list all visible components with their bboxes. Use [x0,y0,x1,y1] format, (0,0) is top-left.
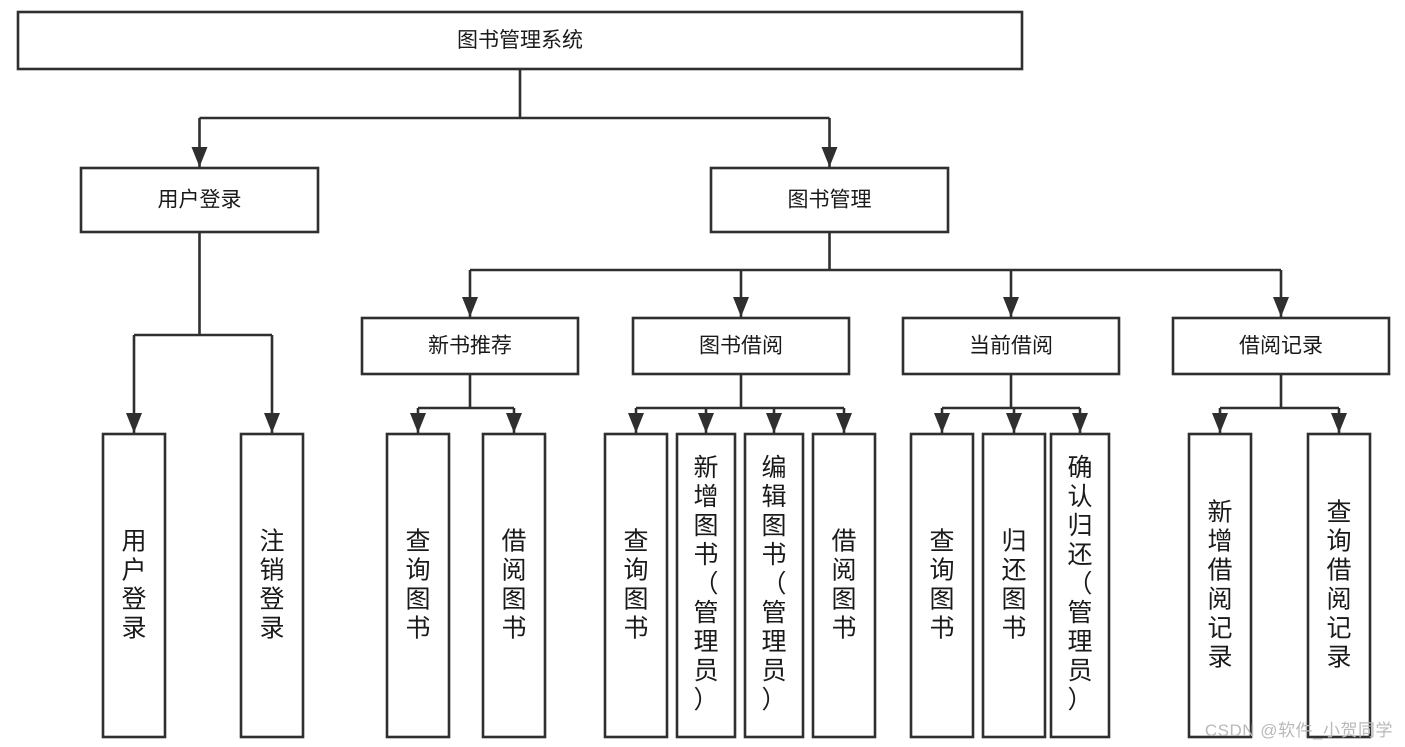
leaf-node-7[interactable]: 编辑图书（管理员） [743,432,805,739]
arrow-down-icon [410,413,426,433]
level3-node-2[interactable]: 图书借阅 [631,316,851,376]
level2-node-1[interactable]: 用户登录 [79,166,320,234]
level2-node-2-box [709,166,950,234]
leaf-node-3-label: 查询图书 [405,528,430,643]
leaf-node-5[interactable]: 查询图书 [603,432,669,739]
leaf-node-6-label: 新增图书（管理员） [693,454,718,714]
leaf-node-9-box [909,432,975,739]
arrow-down-icon [1003,297,1019,317]
level3-node-3-label: 当前借阅 [969,335,1053,358]
leaf-node-11-label: 确认归还（管理员） [1067,454,1092,714]
leaf-node-13-box [1306,432,1372,739]
leaf-node-6[interactable]: 新增图书（管理员） [675,432,737,739]
arrow-down-icon [1006,413,1022,433]
level3-node-3[interactable]: 当前借阅 [901,316,1121,376]
leaf-node-9-label: 查询图书 [929,528,954,643]
arrow-down-icon [506,413,522,433]
arrow-down-icon [1273,297,1289,317]
arrow-down-icon [628,413,644,433]
leaf-node-4-label: 借阅图书 [501,528,526,643]
leaf-node-3-box [385,432,451,739]
leaf-node-4-box [481,432,547,739]
arrow-down-icon [934,413,950,433]
leaf-node-10-label: 归还图书 [1001,528,1026,643]
leaf-node-1-label: 用户登录 [121,528,146,643]
leaf-node-2-label: 注销登录 [259,528,284,643]
leaf-node-5-box [603,432,669,739]
leaf-node-8-label: 借阅图书 [831,528,856,643]
leaf-node-13[interactable]: 查询借阅记录 [1306,432,1372,739]
leaf-node-12-label: 新增借阅记录 [1207,499,1232,672]
leaf-node-13-label: 查询借阅记录 [1326,499,1351,672]
leaf-node-2-box [239,432,305,739]
level2-node-2-label: 图书管理 [788,189,872,212]
level2-node-2[interactable]: 图书管理 [709,166,950,234]
level3-node-4-label: 借阅记录 [1239,335,1323,358]
root-node-book-management-system[interactable]: 图书管理系统 [16,10,1024,71]
level2-node-1-box [79,166,320,234]
leaf-node-10-box [981,432,1047,739]
arrow-down-icon [264,413,280,433]
arrow-down-icon [698,413,714,433]
leaf-node-11-box [1049,432,1111,739]
level3-node-2-label: 图书借阅 [699,335,783,358]
watermark-text: CSDN @软件_小贺同学 [1204,721,1393,740]
leaf-node-4[interactable]: 借阅图书 [481,432,547,739]
level3-node-4-box [1171,316,1391,376]
level3-node-4[interactable]: 借阅记录 [1171,316,1391,376]
leaf-node-1[interactable]: 用户登录 [101,432,167,739]
leaf-node-5-label: 查询图书 [623,528,648,643]
level3-node-1-box [360,316,580,376]
arrow-down-icon [836,413,852,433]
arrow-down-icon [126,413,142,433]
arrow-down-icon [766,413,782,433]
leaf-node-3[interactable]: 查询图书 [385,432,451,739]
arrow-down-icon [462,297,478,317]
arrow-down-icon [1072,413,1088,433]
arrow-down-icon [733,297,749,317]
leaf-node-1-box [101,432,167,739]
level3-node-1[interactable]: 新书推荐 [360,316,580,376]
connector-layer [126,69,1347,433]
leaf-node-7-label: 编辑图书（管理员） [761,454,786,714]
leaf-node-11[interactable]: 确认归还（管理员） [1049,432,1111,739]
leaf-node-8[interactable]: 借阅图书 [811,432,877,739]
leaf-node-12-box [1187,432,1253,739]
leaf-node-2[interactable]: 注销登录 [239,432,305,739]
leaf-node-12[interactable]: 新增借阅记录 [1187,432,1253,739]
arrow-down-icon [1331,413,1347,433]
leaf-node-6-box [675,432,737,739]
leaf-node-7-box [743,432,805,739]
level3-node-2-box [631,316,851,376]
root-node-book-management-system-label: 图书管理系统 [457,29,583,52]
arrow-down-icon [821,147,838,167]
leaf-node-9[interactable]: 查询图书 [909,432,975,739]
level3-node-1-label: 新书推荐 [428,335,512,358]
node-layer: 图书管理系统用户登录图书管理新书推荐图书借阅当前借阅借阅记录用户登录注销登录查询… [16,10,1391,739]
root-node-book-management-system-box [16,10,1024,71]
level3-node-3-box [901,316,1121,376]
leaf-node-10[interactable]: 归还图书 [981,432,1047,739]
arrow-down-icon [1212,413,1228,433]
level2-node-1-label: 用户登录 [158,189,242,212]
leaf-node-8-box [811,432,877,739]
arrow-down-icon [191,147,208,167]
